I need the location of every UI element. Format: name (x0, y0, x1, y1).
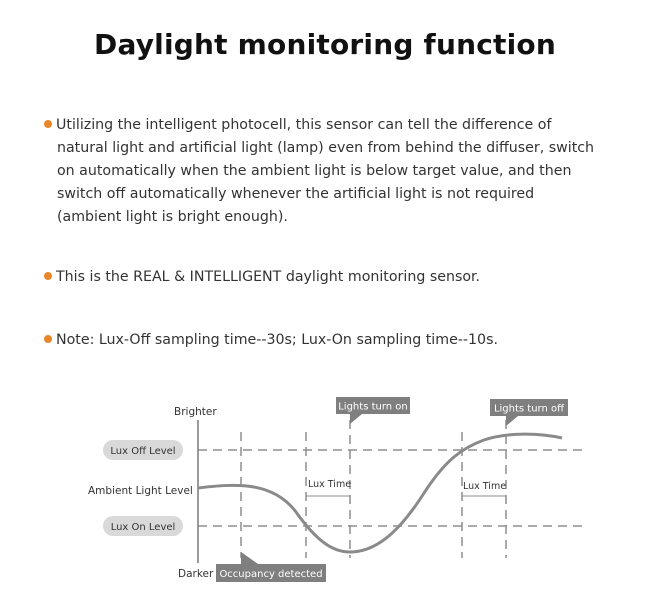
occupancy-label: Occupancy detected (219, 569, 322, 580)
lux-on-level-pill (103, 516, 183, 536)
ambient-light-level-label: Ambient Light Level (88, 485, 193, 497)
lux-off-level-pill (103, 440, 183, 460)
occupancy-callout (216, 564, 326, 582)
bullet-line: natural light and artificial light (lamp… (57, 140, 595, 156)
callout-pointer (506, 416, 518, 426)
bullet-dot-icon (44, 335, 52, 343)
bullet-line: switch off automatically whenever the ar… (57, 186, 535, 202)
bullet-line: Utilizing the intelligent photocell, thi… (56, 117, 552, 133)
lights-on-callout (336, 397, 410, 414)
lux-time-label: Lux Time (308, 479, 351, 490)
ambient-light-curve (197, 432, 563, 554)
lights-off-label: Lights turn off (494, 404, 565, 415)
daylight-diagram: Lux Time Lux Time Brighter Darker Ambien… (88, 397, 582, 582)
bullet-text: Note: Lux-Off sampling time--30s; Lux-On… (56, 332, 498, 348)
lux-on-level-label: Lux On Level (111, 522, 176, 533)
axis-label-darker: Darker (178, 568, 214, 580)
lights-off-callout (490, 399, 568, 416)
lux-off-level-label: Lux Off Level (110, 446, 175, 457)
axis-label-brighter: Brighter (174, 406, 217, 418)
bullet-real-intelligent: This is the REAL & INTELLIGENT daylight … (44, 266, 480, 289)
bullet-photocell: Utilizing the intelligent photocell, thi… (44, 114, 624, 229)
bullet-line: on automatically when the ambient light … (57, 163, 572, 179)
bullet-line: (ambient light is bright enough). (57, 209, 288, 225)
page-title: Daylight monitoring function (94, 28, 556, 61)
bullet-text: This is the REAL & INTELLIGENT daylight … (56, 269, 481, 285)
bullet-dot-icon (44, 272, 52, 280)
bullet-dot-icon (44, 120, 52, 128)
bullet-sampling-note: Note: Lux-Off sampling time--30s; Lux-On… (44, 329, 498, 352)
lux-time-label: Lux Time (463, 481, 506, 492)
lights-on-label: Lights turn on (338, 402, 408, 413)
callout-pointer (350, 414, 362, 424)
callout-pointer (241, 552, 258, 564)
